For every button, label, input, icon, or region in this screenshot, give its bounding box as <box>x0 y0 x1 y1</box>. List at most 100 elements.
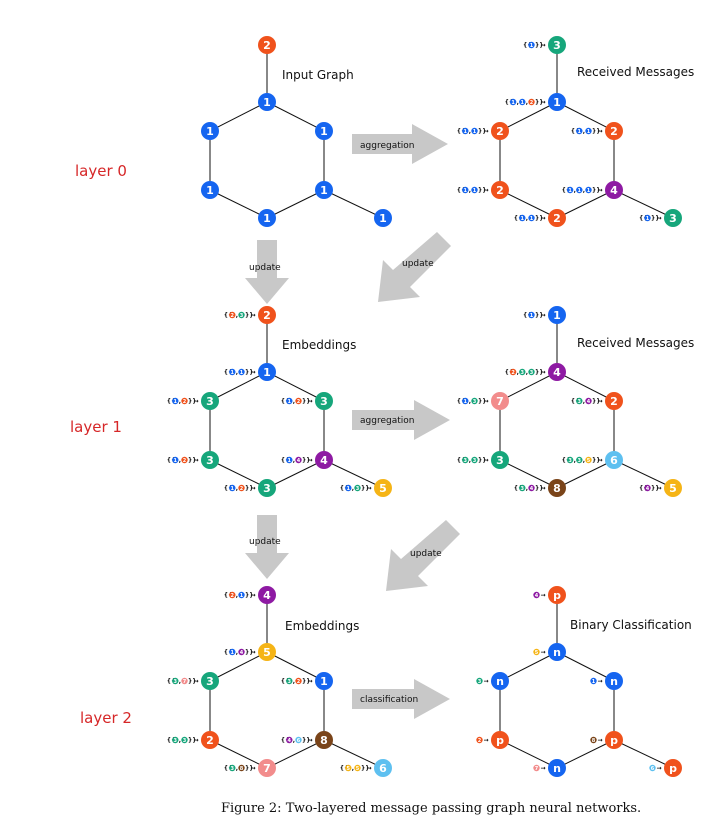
message-symbol: , <box>526 369 528 376</box>
graph-node-circle <box>605 731 623 749</box>
graph-node-label: p <box>553 589 561 602</box>
message-symbol: }} <box>535 312 544 319</box>
graph-node: 2 <box>491 181 509 199</box>
graph-edge <box>556 371 615 402</box>
message-node <box>229 484 236 492</box>
figure-caption: Figure 2: Two-layered message passing gr… <box>221 801 641 816</box>
message-node <box>519 214 526 222</box>
graph-node-circle <box>201 122 219 140</box>
panel-title: Binary Classification <box>570 618 692 632</box>
message-symbol: , <box>517 99 519 106</box>
graph-node: 6 <box>374 759 392 777</box>
graph-node-circle <box>258 36 276 54</box>
graph-node: 1 <box>258 93 276 111</box>
message-symbol: }} <box>478 457 487 464</box>
message-symbol: → <box>657 485 662 492</box>
message-node <box>238 368 245 376</box>
graph-node-label: n <box>496 675 504 688</box>
message-symbol: {{ <box>167 398 176 405</box>
message-node <box>172 736 179 744</box>
graph-edge <box>209 651 268 682</box>
message-node <box>566 186 574 194</box>
graph-node: 1 <box>548 306 566 324</box>
message-node <box>509 368 517 376</box>
message-symbol: → <box>541 312 546 319</box>
message-symbol: }} <box>592 457 601 464</box>
message-symbol: , <box>583 187 585 194</box>
message-symbol: → <box>484 737 489 744</box>
message-symbol: , <box>574 187 576 194</box>
graph-edge <box>499 371 558 402</box>
message-symbol: {{ <box>281 678 290 685</box>
graph-node-label: n <box>553 646 561 659</box>
graph-node-label: 2 <box>263 39 271 52</box>
message-node <box>519 98 526 106</box>
message-symbol: , <box>179 398 181 405</box>
message-node <box>286 397 293 405</box>
message-node <box>172 677 179 685</box>
message-symbol: , <box>293 737 295 744</box>
message-node <box>181 677 188 685</box>
graph-node: 4 <box>315 451 333 469</box>
message-node <box>471 186 478 194</box>
message-label: {{1}}→ <box>523 41 546 49</box>
message-symbol: → <box>541 649 546 656</box>
message-node-label: 3 <box>356 486 360 492</box>
message-symbol: → <box>251 485 256 492</box>
graph-node-label: 3 <box>206 395 214 408</box>
message-node-label: 1 <box>231 370 235 376</box>
message-node <box>528 484 535 492</box>
message-node-label: 2 <box>530 100 534 106</box>
message-symbol: }} <box>302 678 311 685</box>
panel-title: Received Messages <box>577 336 694 350</box>
message-label: {{1,1}}→ <box>457 127 489 135</box>
graph-edge <box>613 739 674 769</box>
graph-edge <box>556 459 615 489</box>
graph-node-circle <box>374 479 392 497</box>
message-symbol: }} <box>535 42 544 49</box>
message-symbol: → <box>251 369 256 376</box>
message-symbol: {{ <box>167 737 176 744</box>
message-symbol: }} <box>361 485 370 492</box>
message-node-label: 3 <box>464 458 468 464</box>
message-node <box>172 456 179 464</box>
message-symbol: }} <box>245 312 254 319</box>
panel-title: Embeddings <box>285 619 359 633</box>
graph-node-circle <box>201 392 219 410</box>
message-symbol: → <box>251 312 256 319</box>
graph-node-label: 1 <box>206 125 214 138</box>
message-node-label: 1 <box>587 129 591 135</box>
graph-panel-2: 1{{1,1}}→3{{1,2}}→3{{1,2}}→3{{1,2}}→4{{1… <box>167 306 392 497</box>
message-label: 6→ <box>649 764 662 772</box>
update-arrow-label: update <box>249 537 281 547</box>
message-node-label: 2 <box>231 313 235 319</box>
message-node-label: 1 <box>288 399 292 405</box>
graph-node-label: 1 <box>320 675 328 688</box>
message-symbol: }} <box>188 398 197 405</box>
graph-node-label: 1 <box>263 212 271 225</box>
message-label: {{4}}→ <box>639 484 662 492</box>
graph-node: 1 <box>315 122 333 140</box>
message-symbol: → <box>367 485 372 492</box>
graph-edge <box>613 189 674 219</box>
message-symbol: → <box>598 737 603 744</box>
message-symbol: {{ <box>457 457 466 464</box>
message-symbol: }} <box>302 457 311 464</box>
message-node-label: 1 <box>347 486 351 492</box>
update-arrow-label: update <box>410 549 442 559</box>
graph-node: 7 <box>491 392 509 410</box>
graph-node-circle <box>548 209 566 227</box>
graph-node-circle <box>315 451 333 469</box>
graph-node: 5 <box>374 479 392 497</box>
message-node-label: 7 <box>535 766 539 772</box>
message-symbol: {{ <box>639 215 648 222</box>
graph-node-circle <box>315 731 333 749</box>
graph-node: p <box>605 731 623 749</box>
message-symbol: , <box>352 765 354 772</box>
graph-node: 1 <box>258 363 276 381</box>
message-symbol: , <box>179 737 181 744</box>
message-symbol: {{ <box>562 187 571 194</box>
graph-node-label: 5 <box>263 646 271 659</box>
message-node <box>528 214 535 222</box>
message-node-label: 1 <box>530 313 534 319</box>
